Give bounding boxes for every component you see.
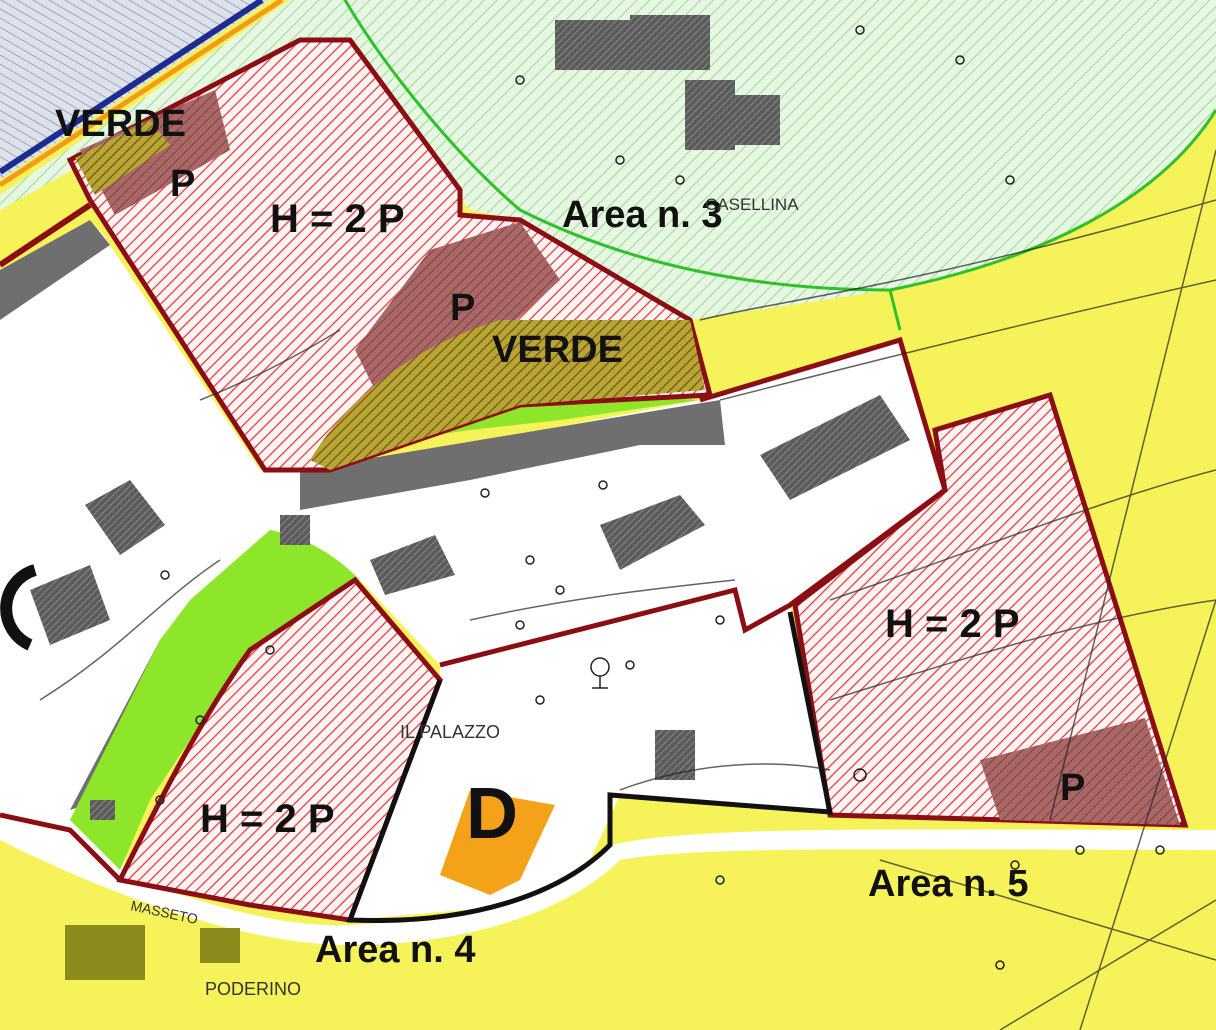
label-poderino: PODERINO xyxy=(205,979,301,999)
label-area-4: Area n. 4 xyxy=(315,929,476,971)
building-casellina-3 xyxy=(685,80,735,150)
parking-east xyxy=(980,718,1180,825)
lime-strip-center xyxy=(400,395,700,440)
building-casellina-1 xyxy=(555,20,635,70)
label-area-5: Area n. 5 xyxy=(868,863,1029,905)
left-c-symbol xyxy=(0,564,37,651)
white-central-area xyxy=(0,230,945,880)
building-west-1 xyxy=(85,480,165,555)
label-verde-center: VERDE xyxy=(492,329,623,371)
area4-boundary xyxy=(346,611,834,924)
zone-h2p-southwest xyxy=(116,576,443,923)
building-center-2 xyxy=(370,535,455,595)
label-verde-north: VERDE xyxy=(55,103,186,145)
grey-road-segment-2 xyxy=(0,220,110,320)
building-east-1 xyxy=(760,395,910,500)
label-zone-d: D xyxy=(466,774,518,854)
green-zone-border-2 xyxy=(888,289,902,331)
label-h2p-east: H = 2 P xyxy=(885,602,1020,646)
label-casellina: CASELLINA xyxy=(705,195,799,214)
building-casellina-2 xyxy=(630,15,710,70)
label-parking-north-1: P xyxy=(170,163,195,205)
label-parking-east: P xyxy=(1060,767,1085,809)
red-boundary-west xyxy=(0,202,92,268)
red-boundary-central xyxy=(439,336,948,668)
building-casellina-4 xyxy=(735,95,780,145)
red-boundary-southwest xyxy=(0,812,122,882)
road-bottom xyxy=(0,815,1216,945)
tree-markers xyxy=(155,25,1165,970)
tree-icon-palazzo xyxy=(590,657,610,689)
building-center-1 xyxy=(600,495,705,570)
parking-north-2 xyxy=(355,222,560,400)
green-zone-top xyxy=(0,0,1216,320)
railway-blue-line xyxy=(0,0,264,175)
green-zone-border xyxy=(343,0,1216,292)
label-parking-north-2: P xyxy=(450,287,475,329)
building-poderino-2 xyxy=(200,928,240,963)
label-il-palazzo: IL PALAZZO xyxy=(400,722,500,742)
label-area-3: Area n. 3 xyxy=(562,194,723,236)
building-west-2 xyxy=(30,565,110,645)
buildings xyxy=(30,15,910,980)
label-h2p-north: H = 2 P xyxy=(270,197,405,241)
verde-strip-center xyxy=(310,320,705,470)
building-small-1 xyxy=(280,515,310,545)
label-h2p-southwest: H = 2 P xyxy=(200,797,335,841)
building-poderino-1 xyxy=(65,925,145,980)
railway-strip xyxy=(0,0,270,180)
building-small-2 xyxy=(655,730,695,780)
grey-road-segment-1 xyxy=(300,400,725,510)
contour-lines xyxy=(39,149,1216,1030)
building-small-3 xyxy=(90,800,115,820)
building-palazzo-orange xyxy=(440,790,555,895)
verde-strip-north xyxy=(75,120,170,195)
railway-orange-line xyxy=(0,0,284,188)
